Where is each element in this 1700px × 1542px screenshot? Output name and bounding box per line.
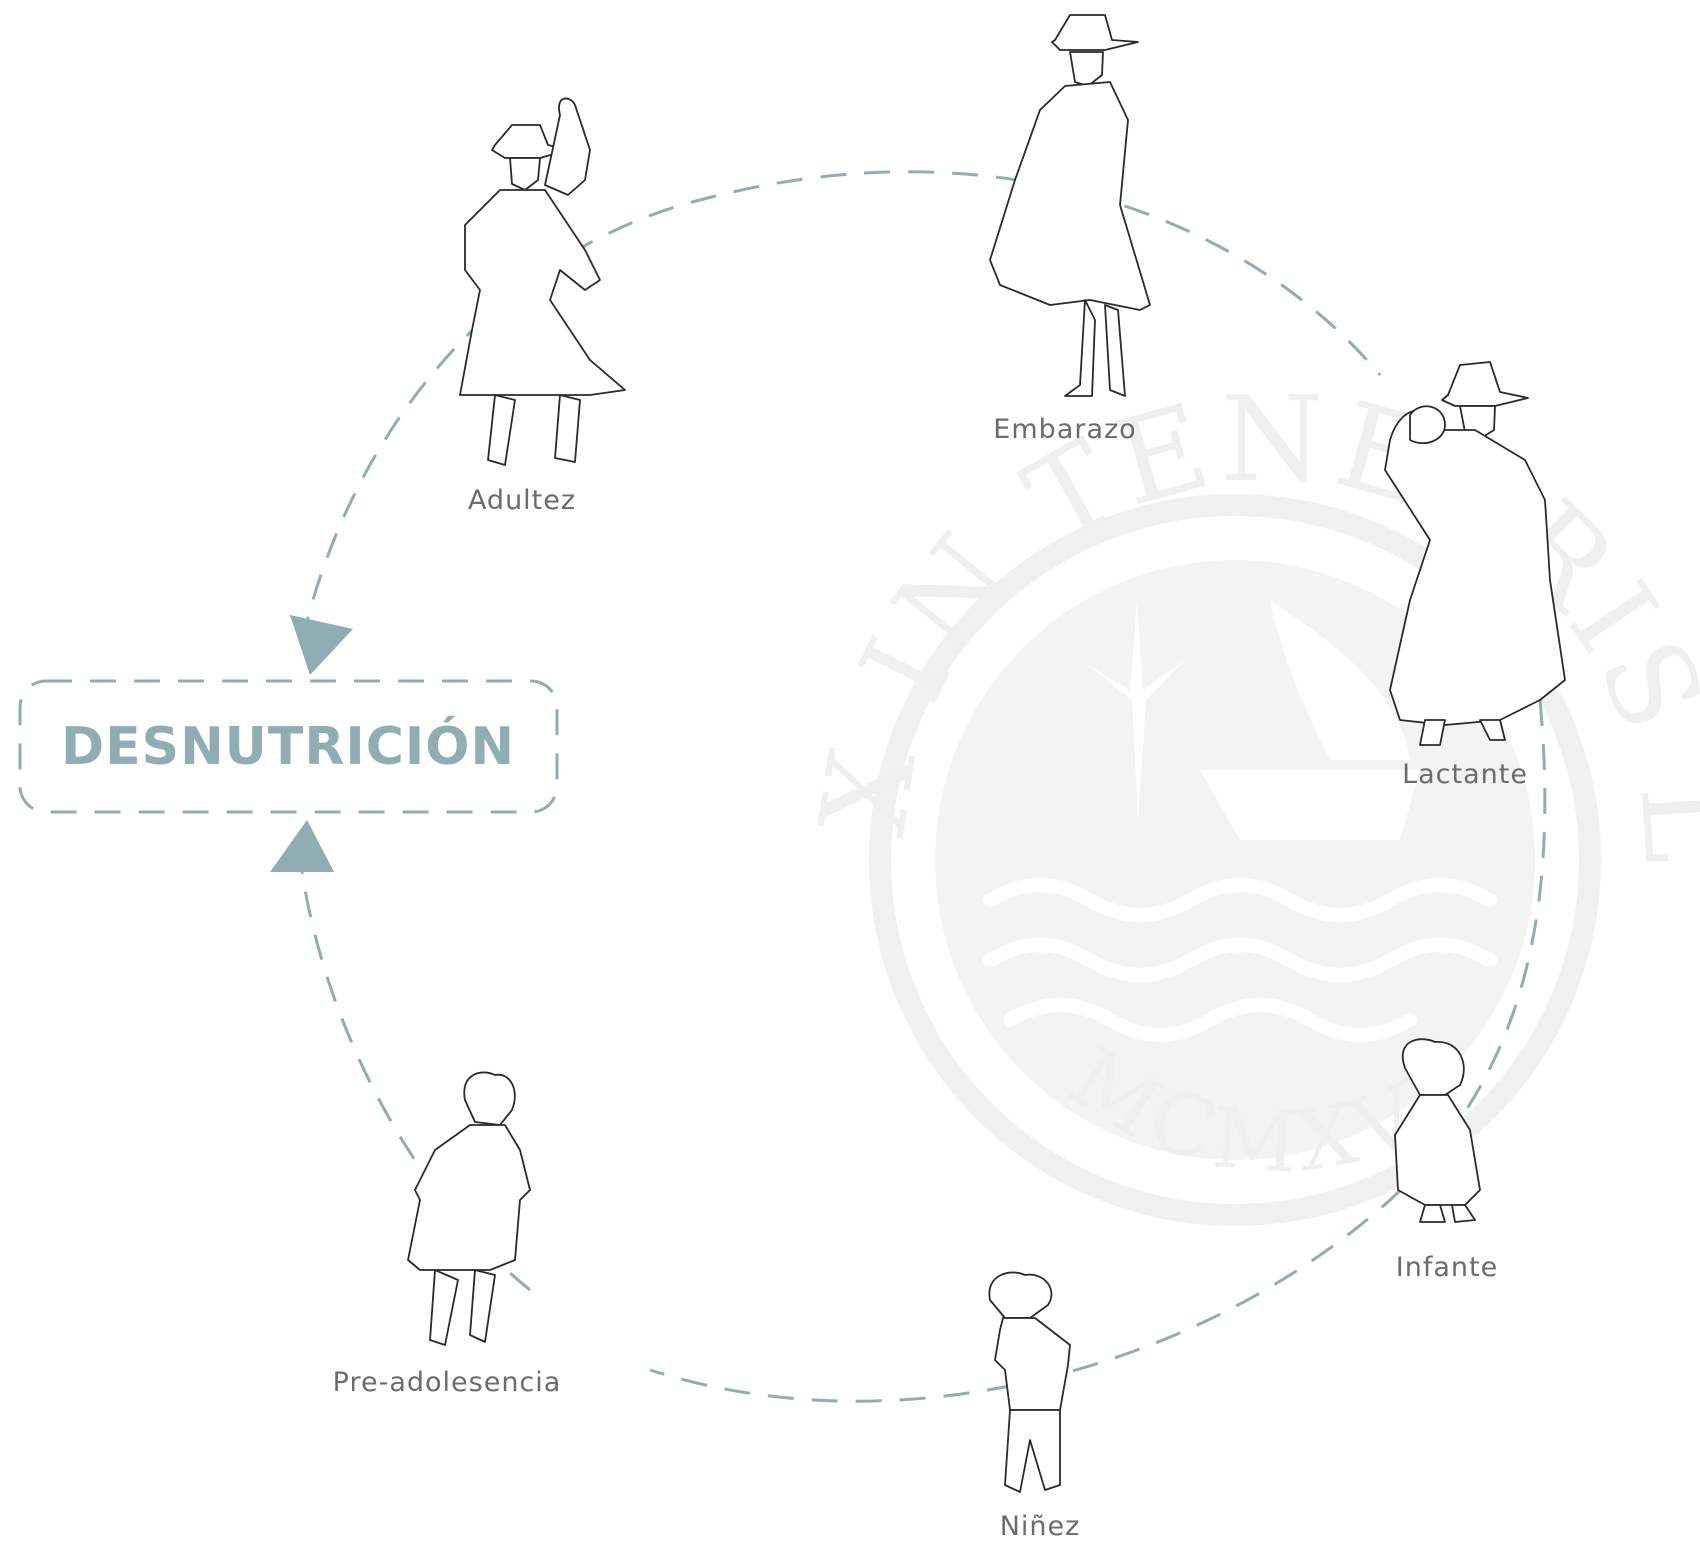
cycle-arc-upper xyxy=(300,170,1382,643)
pregnant-woman-figure-icon xyxy=(989,14,1151,397)
stage-lactante: Lactante xyxy=(1384,361,1566,790)
stage-label-lactante: Lactante xyxy=(1402,759,1528,790)
cycle-arc-right xyxy=(649,699,1547,1403)
stage-adultez: Adultez xyxy=(459,97,626,516)
cycle-path xyxy=(270,170,1547,1403)
arrow-up-icon xyxy=(270,820,334,872)
stage-ninez: Niñez xyxy=(988,1271,1081,1542)
stage-label-ninez: Niñez xyxy=(1000,1511,1081,1542)
stage-embarazo: Embarazo xyxy=(989,14,1151,445)
watermark-star-icon xyxy=(1088,600,1185,820)
stage-label-infante: Infante xyxy=(1396,1252,1498,1283)
stage-infante: Infante xyxy=(1394,1038,1498,1283)
child-figure-icon xyxy=(988,1271,1071,1493)
woman-carrying-baby-figure-icon xyxy=(1384,361,1566,746)
toddler-figure-icon xyxy=(1394,1038,1481,1223)
desnutricion-title: DESNUTRICIÓN xyxy=(61,715,515,777)
adult-woman-figure-icon xyxy=(459,97,626,466)
stage-preadolesencia: Pre-adolesencia xyxy=(333,1071,562,1398)
desnutricion-box: DESNUTRICIÓN xyxy=(18,679,559,814)
arrow-down-icon xyxy=(290,615,353,675)
watermark-ship-icon xyxy=(1200,600,1420,840)
stage-label-adultez: Adultez xyxy=(468,485,576,516)
stage-label-embarazo: Embarazo xyxy=(993,414,1136,445)
watermark-waves-icon xyxy=(983,878,1497,1042)
stage-label-preadolesencia: Pre-adolesencia xyxy=(333,1367,562,1398)
girl-figure-icon xyxy=(407,1071,531,1346)
